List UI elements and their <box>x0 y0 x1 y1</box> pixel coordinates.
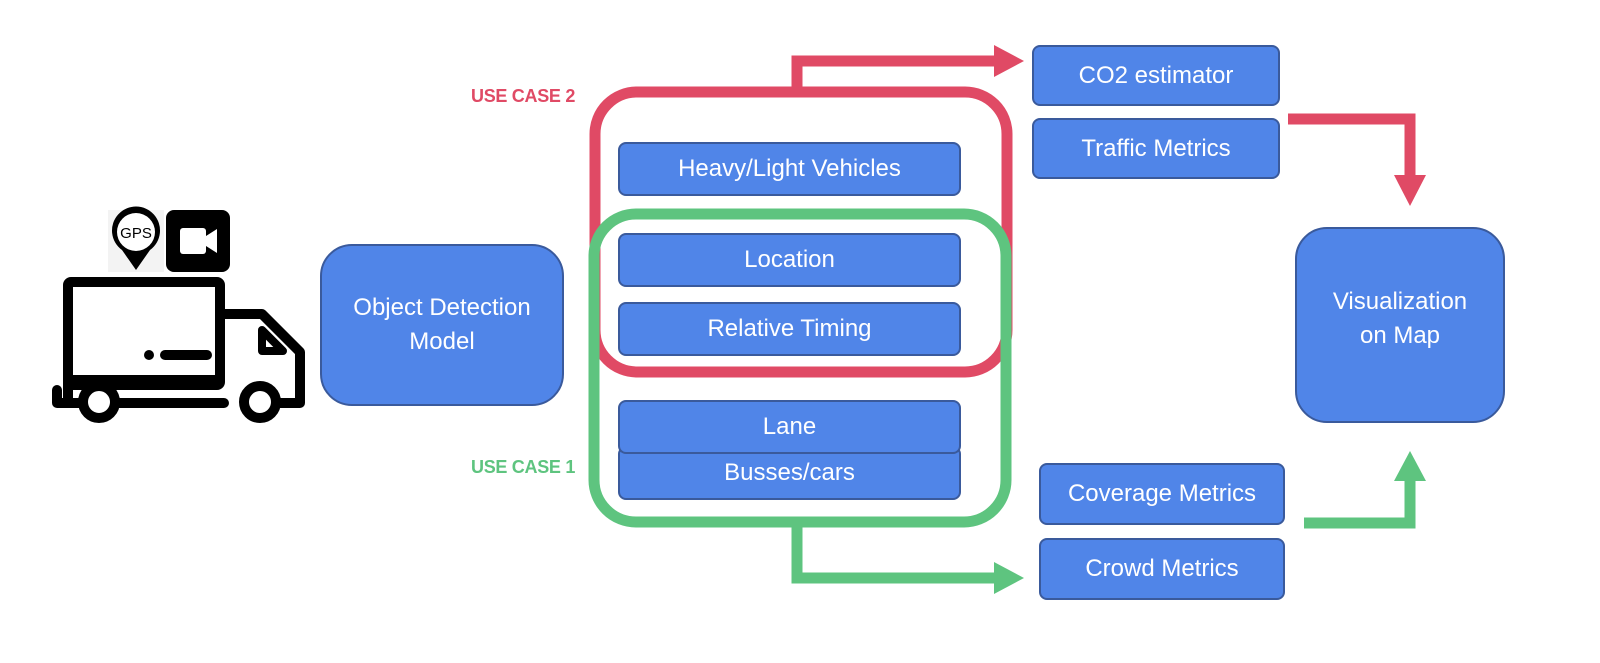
heavy-light-vehicles-box: Heavy/Light Vehicles <box>618 142 961 196</box>
gps-pin-text: GPS <box>120 225 152 242</box>
arrow-head-coverage-to-visualization <box>1394 451 1426 481</box>
use-case-2-label: USE CASE 2 <box>471 86 576 106</box>
relative-timing-box: Relative Timing <box>618 302 961 356</box>
arrow-coverage-to-visualization <box>1304 478 1416 529</box>
use-case-1-label: USE CASE 1 <box>471 457 576 477</box>
busses-cars-box: Busses/cars <box>618 446 961 500</box>
arrow-head-uc2-to-outputs <box>994 45 1024 77</box>
truck-icon <box>52 277 305 423</box>
use-case-1-group-outline <box>588 208 1012 528</box>
visualization-on-map-box: Visualization on Map <box>1295 227 1505 423</box>
co2-estimator-box: CO2 estimator <box>1032 45 1280 106</box>
arrow-traffic-to-visualization <box>1288 113 1416 176</box>
arrow-uc1-to-outputs <box>791 527 996 584</box>
truck-window-icon <box>258 326 287 355</box>
traffic-metrics-box: Traffic Metrics <box>1032 118 1280 179</box>
object-detection-model-box: Object Detection Model <box>320 244 564 406</box>
crowd-metrics-box: Crowd Metrics <box>1039 538 1285 600</box>
arrow-uc2-to-outputs <box>791 55 996 88</box>
location-box: Location <box>618 233 961 287</box>
coverage-metrics-box: Coverage Metrics <box>1039 463 1285 525</box>
arrow-head-traffic-to-visualization <box>1394 175 1426 206</box>
arrow-head-uc1-to-outputs <box>994 562 1024 594</box>
video-camera-icon <box>166 210 230 272</box>
lane-box: Lane <box>618 400 961 454</box>
truck-stripe-icon <box>144 350 212 360</box>
gps-pin-icon: GPS <box>108 206 164 272</box>
